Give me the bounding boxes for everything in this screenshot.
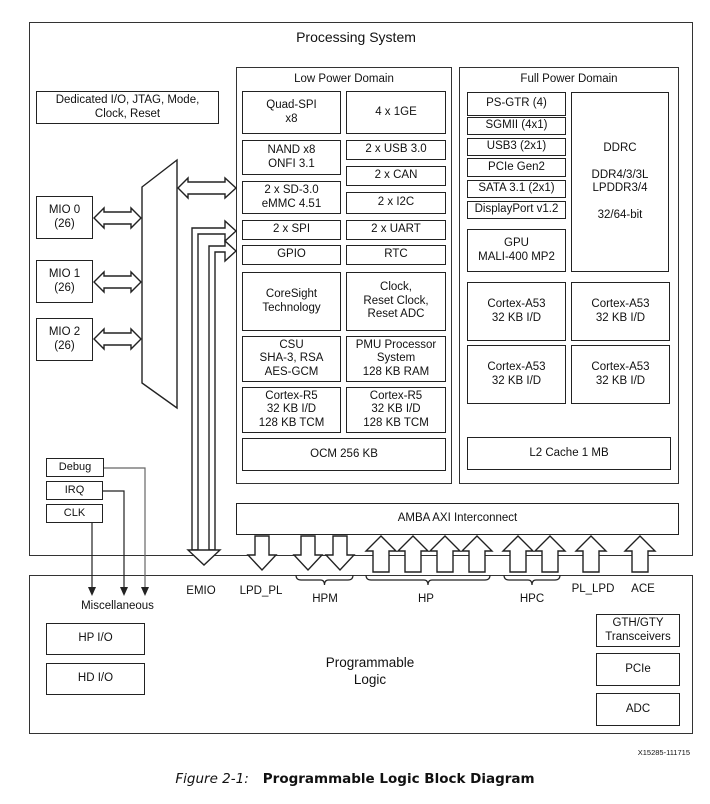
figure-title: Programmable Logic Block Diagram <box>262 771 535 787</box>
cortex-r5-block: Cortex-R5 32 KB I/D 128 KB TCM <box>242 387 341 433</box>
hp-arrow <box>396 535 430 573</box>
hp-arrow <box>428 535 462 573</box>
hpc-arrow <box>533 535 567 573</box>
amba-axi-interconnect: AMBA AXI Interconnect <box>236 503 679 535</box>
cortex-a53-block: Cortex-A53 32 KB I/D <box>571 282 670 341</box>
low-power-domain <box>236 67 452 484</box>
nand-block: NAND x8 ONFI 3.1 <box>242 140 341 175</box>
csu-block: CSU SHA-3, RSA AES-GCM <box>242 336 341 382</box>
coresight-block: CoreSight Technology <box>242 272 341 331</box>
irq-line <box>103 490 125 590</box>
mio-bank: MIO 1 (26) <box>36 260 93 303</box>
transceivers-block: GTH/GTY Transceivers <box>596 614 680 647</box>
serdes-sata: SATA 3.1 (2x1) <box>467 180 566 198</box>
programmable-logic-title: Programmable Logic <box>325 655 415 687</box>
debug-signal: Debug <box>46 458 104 477</box>
cortex-a53-block: Cortex-A53 32 KB I/D <box>467 282 566 341</box>
emio-arrow-head <box>186 549 222 566</box>
document-id: X15285-111715 <box>637 748 690 757</box>
hd-io-block: HD I/O <box>46 663 145 695</box>
serdes-displayport: DisplayPort v1.2 <box>467 201 566 219</box>
mio-bank: MIO 0 (26) <box>36 196 93 239</box>
ddrc-block: DDRC DDR4/3/3L LPDDR3/4 32/64-bit <box>571 92 669 272</box>
serdes-pcie: PCIe Gen2 <box>467 158 566 177</box>
mio-0-arrow <box>93 206 142 230</box>
irq-arrowhead <box>120 587 128 596</box>
gpio-block: GPIO <box>242 245 341 265</box>
low-power-domain-title: Low Power Domain <box>294 73 394 85</box>
dedicated-io-block: Dedicated I/O, JTAG, Mode, Clock, Reset <box>36 91 219 124</box>
full-power-domain-title: Full Power Domain <box>520 73 618 85</box>
pl-adc-block: ADC <box>596 693 680 726</box>
ocm-block: OCM 256 KB <box>242 438 446 471</box>
rtc-block: RTC <box>346 245 446 265</box>
ace-label: ACE <box>631 583 655 595</box>
hpc-brace <box>503 574 561 586</box>
miscellaneous-label: Miscellaneous <box>81 600 154 612</box>
mux-to-lpd-arrow <box>177 176 238 200</box>
gpu-block: GPU MALI-400 MP2 <box>467 229 566 272</box>
hpm-arrow <box>292 535 324 572</box>
clock-reset-block: Clock, Reset Clock, Reset ADC <box>346 272 446 331</box>
debug-arrowhead <box>141 587 149 596</box>
quad-spi-block: Quad-SPI x8 <box>242 91 341 134</box>
clk-arrowhead <box>88 587 96 596</box>
mio-1-arrow <box>93 270 142 294</box>
uart-block: 2 x UART <box>346 220 446 240</box>
i2c-block: 2 x I2C <box>346 192 446 214</box>
pmu-block: PMU Processor System 128 KB RAM <box>346 336 446 382</box>
processing-system-title: Processing System <box>296 29 416 45</box>
hp-label: HP <box>418 593 434 605</box>
serdes-sgmii: SGMII (4x1) <box>467 117 566 135</box>
programmable-logic-frame <box>29 575 693 734</box>
l2-cache-block: L2 Cache 1 MB <box>467 437 671 470</box>
hpc-arrow <box>501 535 535 573</box>
serdes-ps-gtr: PS-GTR (4) <box>467 92 566 116</box>
lpd-pl-arrow <box>246 535 278 572</box>
pl-pcie-block: PCIe <box>596 653 680 686</box>
figure-caption: Figure 2-1: Programmable Logic Block Diag… <box>0 771 710 787</box>
emio-arrow-inner <box>208 239 238 551</box>
hpm-arrow <box>324 535 356 572</box>
hpc-label: HPC <box>519 593 545 605</box>
processing-system-frame <box>29 22 693 556</box>
emio-label: EMIO <box>186 585 216 597</box>
pl-lpd-label: PL_LPD <box>571 583 615 595</box>
cortex-a53-block: Cortex-A53 32 KB I/D <box>571 345 670 404</box>
hp-io-block: HP I/O <box>46 623 145 655</box>
lpd-pl-label: LPD_PL <box>239 585 283 597</box>
hpm-brace <box>295 574 354 586</box>
hp-brace <box>365 574 491 586</box>
figure-number: Figure 2-1: <box>175 771 249 787</box>
full-power-domain <box>459 67 679 484</box>
hp-arrow <box>460 535 494 573</box>
cortex-a53-block: Cortex-A53 32 KB I/D <box>467 345 566 404</box>
debug-line <box>104 467 146 590</box>
cortex-r5-block: Cortex-R5 32 KB I/D 128 KB TCM <box>346 387 446 433</box>
sd-emmc-block: 2 x SD-3.0 eMMC 4.51 <box>242 181 341 214</box>
pl-lpd-arrow <box>574 535 608 573</box>
serdes-usb3: USB3 (2x1) <box>467 138 566 156</box>
clk-signal: CLK <box>46 504 103 523</box>
mio-2-arrow <box>93 327 142 351</box>
emio-arrow <box>191 219 238 551</box>
can-block: 2 x CAN <box>346 166 446 186</box>
usb-block: 2 x USB 3.0 <box>346 140 446 160</box>
mio-mux <box>141 158 178 410</box>
ace-arrow <box>623 535 657 573</box>
hp-arrow <box>364 535 398 573</box>
hpm-label: HPM <box>312 593 338 605</box>
gigabit-ethernet-block: 4 x 1GE <box>346 91 446 134</box>
spi-block: 2 x SPI <box>242 220 341 240</box>
mio-bank: MIO 2 (26) <box>36 318 93 361</box>
irq-signal: IRQ <box>46 481 103 500</box>
